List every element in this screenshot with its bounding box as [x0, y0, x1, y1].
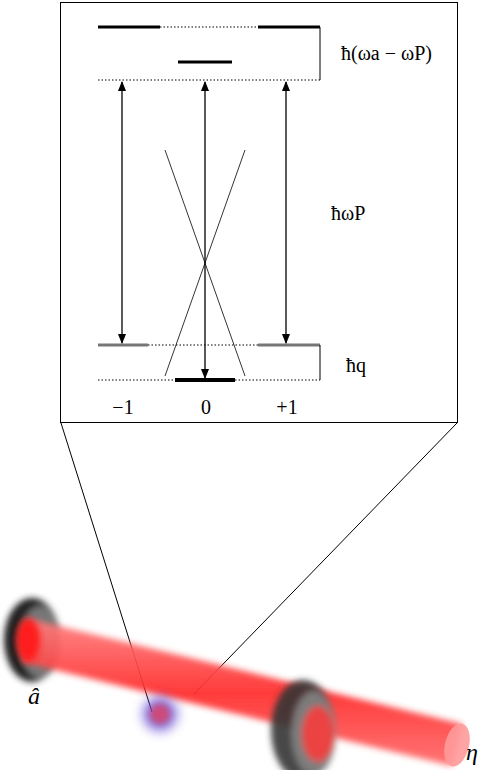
- zoom-line: [194, 423, 457, 694]
- energy-levels: [98, 27, 320, 380]
- field-label: â: [28, 684, 40, 708]
- atom: [143, 697, 177, 731]
- inset-box: ħ(ωa − ωP) ħωP ħq −1 0 +1: [60, 2, 458, 423]
- atom-core: [150, 704, 170, 724]
- level-label: −1: [112, 397, 133, 417]
- laser-beam: [16, 618, 474, 769]
- field-label: η: [466, 740, 478, 764]
- level-label: ħq: [346, 355, 366, 375]
- level-label: ħ(ωa − ωP): [341, 43, 432, 63]
- level-label: +1: [276, 397, 297, 417]
- level-label: 0: [201, 397, 211, 417]
- level-label: ħωP: [331, 203, 365, 223]
- right-mirror: [271, 680, 336, 770]
